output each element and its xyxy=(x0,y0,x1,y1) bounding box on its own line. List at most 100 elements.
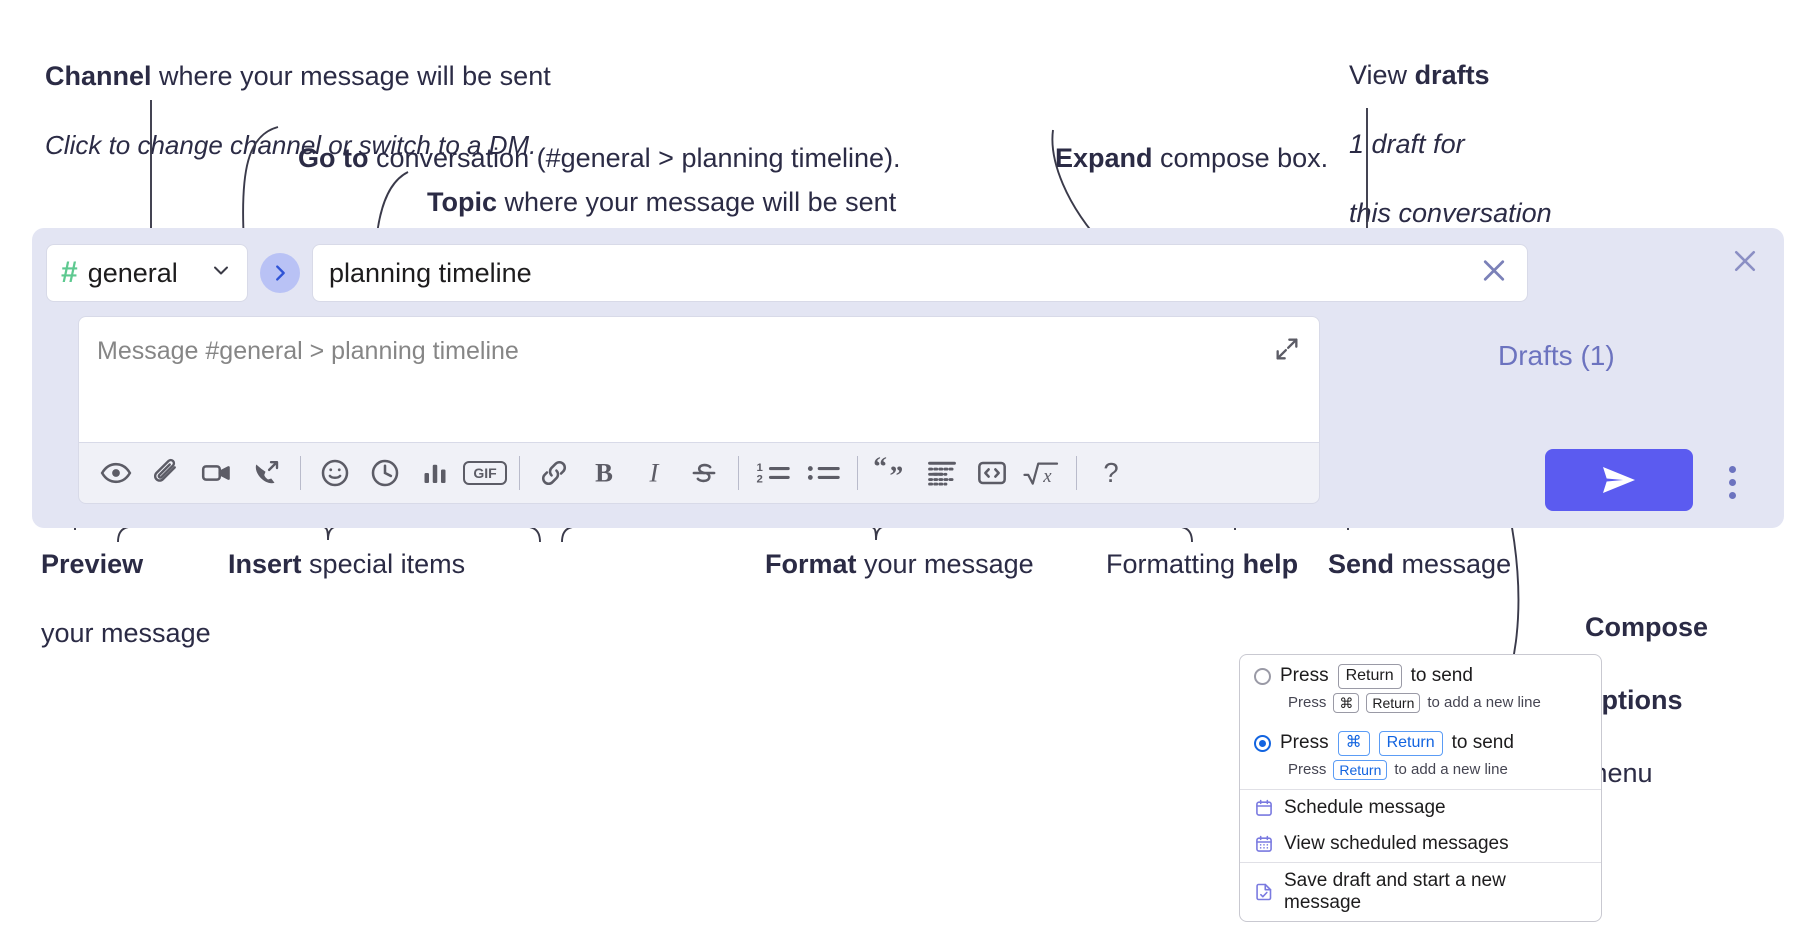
annotation-goto: Go to conversation (#general > planning … xyxy=(283,106,901,175)
kebab-dot xyxy=(1728,491,1736,499)
svg-text:1: 1 xyxy=(757,462,764,474)
send-option-cmd-return[interactable]: Press ⌘ Return to send Press Return to a… xyxy=(1240,722,1601,789)
annotation-goto-bold: Go to xyxy=(298,142,369,173)
kebab-dot xyxy=(1728,478,1736,486)
kebab-dot xyxy=(1728,465,1736,473)
compose-panel: # general planning timeline Message #gen… xyxy=(32,228,1784,528)
svg-text:”: ” xyxy=(890,459,904,489)
compose-options-menu-button[interactable] xyxy=(1722,462,1742,502)
channel-selector[interactable]: # general xyxy=(46,244,248,302)
emoji-icon[interactable] xyxy=(310,449,360,497)
key-command: ⌘ xyxy=(1337,730,1370,756)
option-press-label: Press xyxy=(1280,665,1329,687)
toolbar-separator xyxy=(857,456,858,490)
option-sub-press-label: Press xyxy=(1288,694,1327,712)
annotation-drafts-italic1: 1 draft for xyxy=(1349,128,1465,159)
annotation-channel-rest: where your message will be sent xyxy=(151,60,551,91)
audio-call-icon[interactable] xyxy=(241,449,291,497)
annotation-drafts-lead: View xyxy=(1349,59,1415,90)
annotation-format-rest: your message xyxy=(856,548,1034,579)
close-icon[interactable] xyxy=(1728,244,1762,278)
radio-selected[interactable] xyxy=(1254,734,1271,752)
strikethrough-icon[interactable] xyxy=(679,449,729,497)
annotation-insert-rest: special items xyxy=(301,548,466,579)
clear-topic-icon[interactable] xyxy=(1479,256,1509,291)
toolbar-separator xyxy=(738,456,739,490)
annotation-drafts-italic2: this conversation xyxy=(1349,197,1552,228)
menu-item-label: Schedule message xyxy=(1284,796,1446,818)
svg-text:B: B xyxy=(595,458,613,488)
topic-input[interactable]: planning timeline xyxy=(312,244,1528,302)
svg-text:2: 2 xyxy=(757,474,763,486)
svg-text:I: I xyxy=(649,458,660,488)
menu-item-schedule-message[interactable]: Schedule message xyxy=(1240,790,1601,826)
clock-icon[interactable] xyxy=(360,449,410,497)
annotation-preview: Preview your message xyxy=(26,512,211,650)
option-action-label: to send xyxy=(1451,732,1514,754)
inline-code-icon[interactable] xyxy=(967,449,1017,497)
annotation-expand: Expand compose box. xyxy=(1040,106,1328,175)
annotation-channel-bold: Channel xyxy=(45,60,152,91)
chevron-down-icon xyxy=(209,258,233,289)
video-icon[interactable] xyxy=(191,449,241,497)
menu-divider xyxy=(1240,861,1601,863)
compose-header-row: # general planning timeline xyxy=(46,244,1528,302)
svg-text:“: “ xyxy=(873,457,887,482)
key-command: ⌘ xyxy=(1333,692,1360,713)
attachment-icon[interactable] xyxy=(141,449,191,497)
annotation-help-lead: Formatting xyxy=(1106,548,1243,579)
annotation-insert-bold: Insert xyxy=(228,548,302,579)
annotation-drafts-bold: drafts xyxy=(1414,59,1490,90)
bulleted-list-icon[interactable] xyxy=(798,449,848,497)
annotation-formatting-help: Formatting help xyxy=(1091,512,1298,581)
annotation-topic-bold: Topic xyxy=(427,186,498,217)
help-icon[interactable]: ? xyxy=(1086,449,1136,497)
expand-icon[interactable] xyxy=(1273,335,1301,368)
annotation-send-rest: message xyxy=(1394,548,1512,579)
bold-icon[interactable]: B xyxy=(579,449,629,497)
blockquote-icon[interactable]: “ ” xyxy=(867,449,917,497)
key-return: Return xyxy=(1333,759,1388,780)
radio-unselected[interactable] xyxy=(1254,667,1271,685)
calendar-schedule-icon xyxy=(1254,798,1274,818)
svg-text:GIF: GIF xyxy=(473,465,497,481)
gif-icon[interactable]: GIF xyxy=(460,449,510,497)
italic-icon[interactable]: I xyxy=(629,449,679,497)
option-sub-action-label: to add a new line xyxy=(1394,761,1508,779)
preview-icon[interactable] xyxy=(91,449,141,497)
option-press-label: Press xyxy=(1280,732,1329,754)
channel-name: general xyxy=(87,257,178,288)
ordered-list-icon[interactable]: 1 2 xyxy=(748,449,798,497)
formatting-toolbar: GIF B I 1 2 xyxy=(78,442,1320,504)
annotation-expand-bold: Expand xyxy=(1055,142,1153,173)
save-draft-icon xyxy=(1254,882,1274,902)
key-return: Return xyxy=(1337,664,1402,689)
menu-item-view-scheduled[interactable]: View scheduled messages xyxy=(1240,826,1601,862)
drafts-link[interactable]: Drafts (1) xyxy=(1498,340,1615,371)
annotation-preview-line2: your message xyxy=(41,617,211,648)
toolbar-separator xyxy=(519,456,520,490)
annotation-send-bold: Send xyxy=(1328,548,1395,579)
annotation-topic-rest: where your message will be sent xyxy=(497,186,897,217)
compose-options-dropdown: Press Return to send Press ⌘ Return to a… xyxy=(1239,654,1602,922)
math-icon[interactable]: x xyxy=(1017,449,1067,497)
svg-text:x: x xyxy=(1042,466,1052,487)
send-button[interactable] xyxy=(1545,449,1693,511)
option-sub-press-label: Press xyxy=(1288,761,1327,779)
link-icon[interactable] xyxy=(529,449,579,497)
annotation-insert: Insert special items xyxy=(213,512,465,581)
menu-item-label: Save draft and start a new message xyxy=(1284,869,1506,913)
code-block-icon[interactable] xyxy=(917,449,967,497)
poll-icon[interactable] xyxy=(410,449,460,497)
annotation-format: Format your message xyxy=(750,512,1034,581)
goto-conversation-button[interactable] xyxy=(260,253,300,293)
toolbar-separator xyxy=(300,456,301,490)
option-action-label: to send xyxy=(1410,665,1473,687)
option-sub-action-label: to add a new line xyxy=(1427,694,1541,712)
topic-value: planning timeline xyxy=(329,257,532,288)
send-option-return[interactable]: Press Return to send Press ⌘ Return to a… xyxy=(1240,655,1601,722)
annotation-drafts: View drafts 1 draft for this conversatio… xyxy=(1334,23,1552,230)
menu-item-save-draft[interactable]: Save draft and start a new message xyxy=(1240,863,1601,921)
annotation-compose-line1: Compose xyxy=(1585,612,1709,643)
key-return: Return xyxy=(1378,730,1443,756)
